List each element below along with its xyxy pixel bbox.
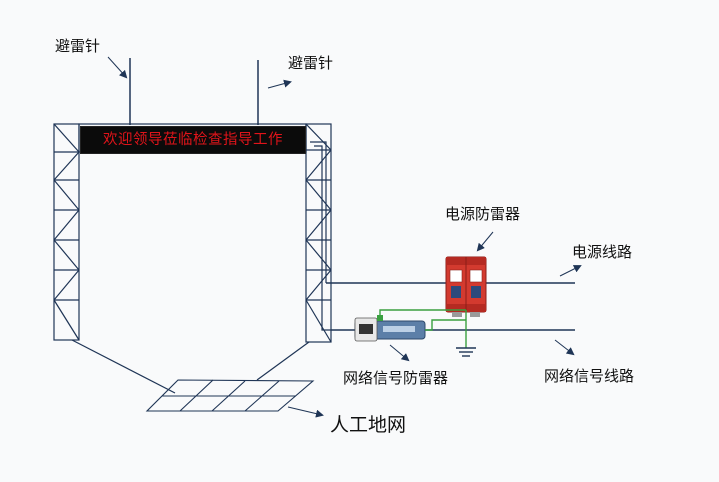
label-power-arrester: 电源防雷器 [445,205,521,223]
power-surge-protector [445,256,487,317]
ground-symbol-icon [456,347,476,357]
network-arrester-pointer [389,344,410,362]
down-conductor-right [256,341,310,381]
truss-right [305,123,332,343]
label-lightning-rod-left: 避雷针 [55,37,101,55]
ground-grid [145,379,315,412]
power-arrester-pointer [476,231,494,252]
label-lightning-rod-right: 避雷针 [288,54,334,72]
label-network-line: 网络信号线路 [544,367,635,385]
down-conductor-left [71,339,176,394]
rod-right-pointer [267,79,292,89]
network-line-pointer [554,339,575,356]
label-ground-grid: 人工地网 [330,414,407,436]
power-line-pointer [559,265,582,277]
label-network-arrester: 网络信号防雷器 [343,369,449,387]
ground-grid-pointer [287,406,324,418]
truss-left [53,123,80,341]
label-power-line: 电源线路 [572,243,633,261]
led-sign: 欢迎领导莅临检查指导工作 [80,126,306,154]
ground-wire [379,309,467,348]
rod-left-pointer [107,56,128,79]
network-surge-protector [354,315,426,342]
